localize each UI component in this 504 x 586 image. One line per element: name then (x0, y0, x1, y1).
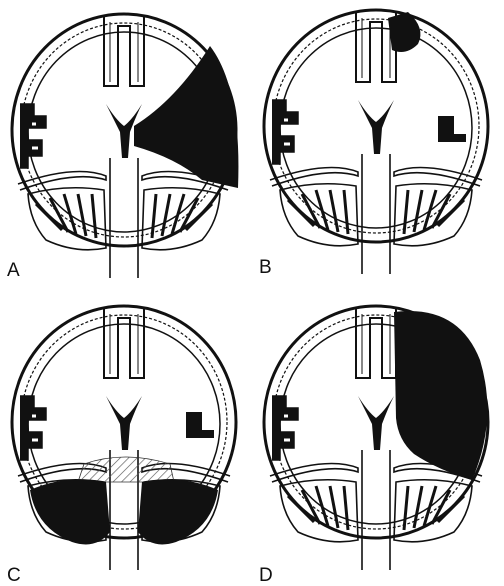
panel-c (12, 306, 236, 570)
panel-b (264, 10, 488, 274)
panel-d (264, 306, 488, 570)
epidural-hematoma-mark (134, 46, 238, 188)
subdural-hematoma-mark (394, 311, 487, 480)
panel-d-label: D (259, 566, 273, 585)
panel-a-label: A (7, 261, 20, 280)
panel-b-label: B (259, 258, 272, 277)
panel-c-label: C (7, 566, 21, 585)
panel-a (12, 14, 238, 278)
hatched-area (78, 457, 174, 482)
infratentorial-hematoma-mark (30, 479, 218, 544)
